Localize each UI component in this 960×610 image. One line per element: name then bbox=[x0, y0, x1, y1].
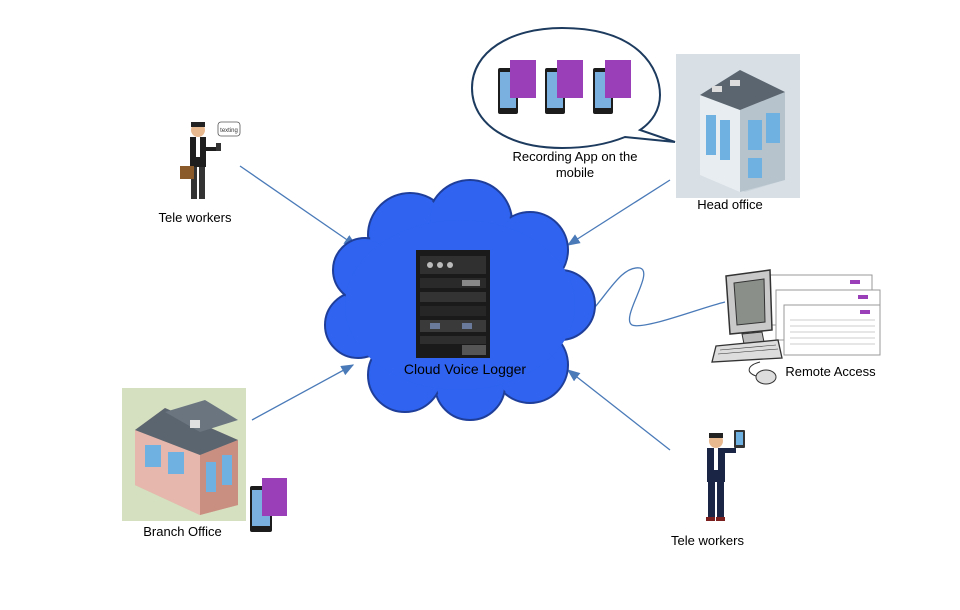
server-rack-icon bbox=[416, 250, 490, 358]
phone-icon bbox=[498, 60, 536, 114]
tele-worker-person-icon: texting bbox=[180, 121, 241, 199]
link-remote-access bbox=[582, 267, 726, 327]
arrow-branch-office bbox=[251, 364, 355, 421]
head-office-label: Head office bbox=[697, 197, 763, 212]
recording-app-label-line1: Recording App on the bbox=[512, 149, 638, 164]
arrow-tele-workers-top bbox=[239, 165, 358, 247]
branch-office-building-icon bbox=[122, 388, 246, 521]
phone-icon bbox=[545, 60, 583, 114]
tele-workers-top-label: Tele workers bbox=[158, 210, 232, 225]
tele-workers-bottom-label: Tele workers bbox=[671, 533, 744, 548]
tele-worker-tablet-person-icon bbox=[706, 430, 745, 521]
phone-icon bbox=[593, 60, 631, 114]
speech-bubble-text: texting bbox=[220, 128, 238, 134]
branch-phone-icon bbox=[250, 478, 287, 532]
recording-app-label-line2: mobile bbox=[555, 165, 595, 180]
branch-office-label: Branch Office bbox=[143, 524, 222, 539]
remote-access-label: Remote Access bbox=[785, 364, 876, 379]
arrow-head-office bbox=[566, 179, 671, 246]
cloud-label: Cloud Voice Logger bbox=[403, 361, 527, 377]
remote-access-computer-icon bbox=[711, 269, 881, 385]
arrow-tele-workers-bottom bbox=[566, 369, 671, 451]
head-office-building-icon bbox=[676, 54, 800, 198]
